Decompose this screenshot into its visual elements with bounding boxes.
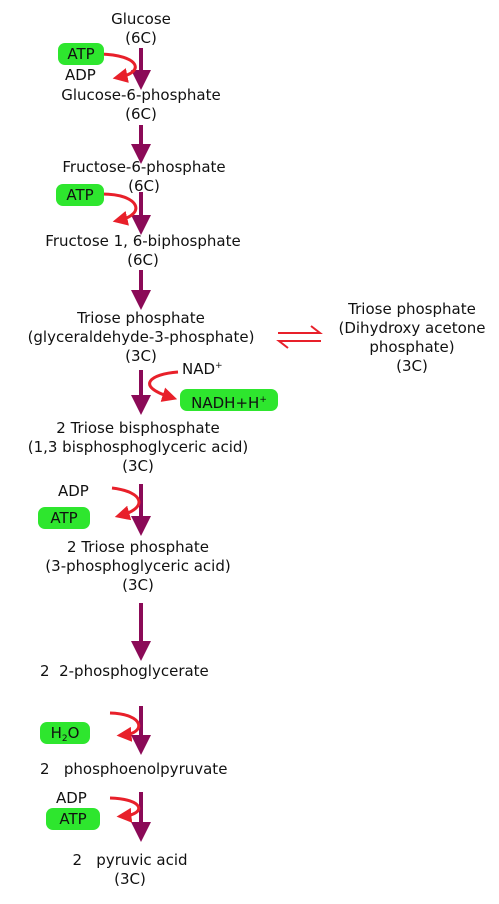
- step-name: 2-phosphoglycerate: [59, 662, 209, 680]
- step-glucose-6-phosphate: Glucose-6-phosphate (6C): [61, 86, 221, 124]
- atp-badge: ATP: [56, 184, 104, 206]
- cofactor-arrow: [101, 192, 138, 226]
- equilibrium-arrows: [276, 325, 323, 349]
- step-triose-bisphosphate: 2 Triose bisphosphate (1,3 bisphosphogly…: [28, 419, 249, 476]
- cofactor-arrow: [148, 370, 179, 402]
- cofactor-arrow: [109, 796, 141, 823]
- carbon-count: (3C): [396, 357, 428, 375]
- adp-label: ADP: [58, 482, 89, 500]
- step-detail: (glyceraldehyde-3-phosphate): [27, 328, 255, 346]
- step-name: 2 Triose bisphosphate: [56, 419, 220, 437]
- step-pyruvic-acid: 2 pyruvic acid (3C): [72, 851, 187, 889]
- nad-label: NAD+: [182, 360, 223, 378]
- nadh-badge: NADH+H+: [180, 389, 278, 412]
- step-fructose-6-phosphate: Fructose-6-phosphate (6C): [62, 158, 225, 196]
- carbon-count: (3C): [114, 870, 146, 888]
- step-triose-phosphate: Triose phosphate (glyceraldehyde-3-phosp…: [28, 309, 255, 366]
- water-badge: H2O: [40, 722, 90, 744]
- step-fructose-1-6-biphosphate: Fructose 1, 6-biphosphate (6C): [45, 232, 240, 270]
- step-triose-phosphate-isomer: Triose phosphate (Dihydroxy acetone phos…: [338, 300, 485, 376]
- atp-badge: ATP: [46, 808, 100, 830]
- cofactor-arrow: [111, 486, 141, 521]
- step-name: pyruvic acid: [96, 851, 188, 869]
- step-detail: (Dihydroxy acetone: [338, 319, 486, 337]
- adp-label: ADP: [56, 789, 87, 807]
- step-phosphoenolpyruvate: 2 phosphoenolpyruvate: [40, 760, 227, 779]
- step-name: Glucose: [111, 10, 171, 28]
- step-name: Triose phosphate: [77, 309, 205, 327]
- atp-badge: ATP: [58, 43, 104, 65]
- step-2-phosphoglycerate: 2 2-phosphoglycerate: [40, 662, 209, 681]
- carbon-count: (6C): [125, 105, 157, 123]
- step-glucose: Glucose (6C): [111, 10, 171, 48]
- carbon-count: (6C): [128, 177, 160, 195]
- molecule-count: 2: [40, 760, 50, 778]
- atp-badge: ATP: [38, 507, 90, 529]
- carbon-count: (6C): [125, 29, 157, 47]
- step-name: 2 Triose phosphate: [67, 538, 209, 556]
- step-name: Triose phosphate: [348, 300, 476, 318]
- molecule-count: 2: [40, 662, 50, 680]
- step-name: phosphoenolpyruvate: [63, 760, 228, 778]
- step-detail: phosphate): [369, 338, 455, 356]
- carbon-count: (3C): [122, 457, 154, 475]
- step-name: Fructose-6-phosphate: [62, 158, 226, 176]
- carbon-count: (3C): [122, 576, 154, 594]
- adp-label: ADP: [65, 66, 96, 84]
- step-detail: (3-phosphoglyceric acid): [45, 557, 231, 575]
- step-name: Fructose 1, 6-biphosphate: [45, 232, 241, 250]
- carbon-count: (3C): [125, 347, 157, 365]
- molecule-count: 2: [72, 851, 82, 869]
- step-3-phosphoglyceric-acid: 2 Triose phosphate (3-phosphoglyceric ac…: [45, 538, 230, 595]
- cofactor-arrow: [99, 52, 137, 83]
- step-name: Glucose-6-phosphate: [61, 86, 221, 104]
- step-detail: (1,3 bisphosphoglyceric acid): [27, 438, 249, 456]
- carbon-count: (6C): [127, 251, 159, 269]
- cofactor-arrow: [109, 711, 141, 742]
